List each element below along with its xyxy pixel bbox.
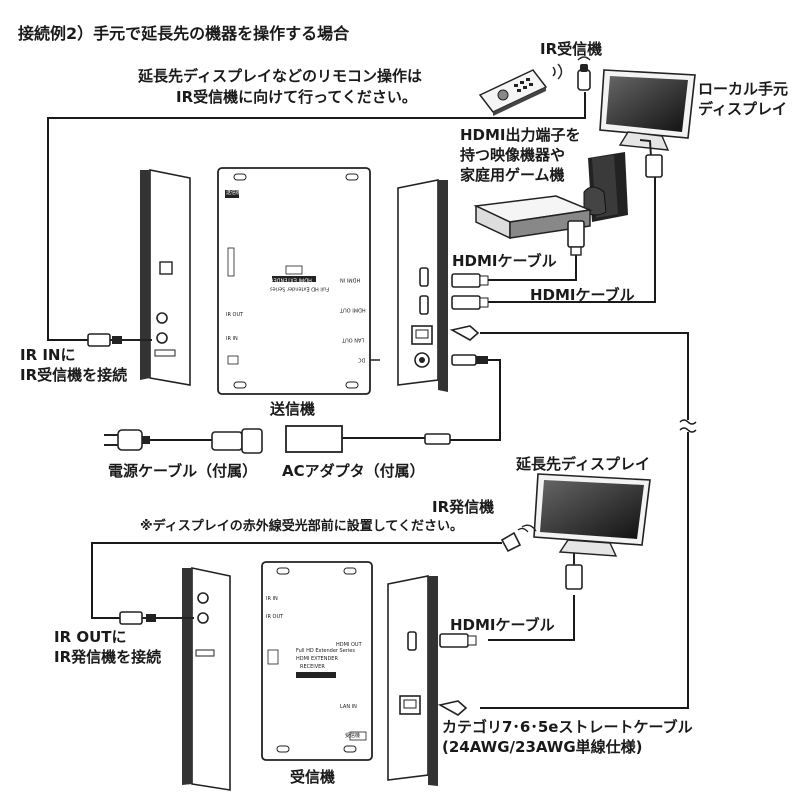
power-cable-label: 電源ケーブル（付属） (108, 462, 258, 480)
ac-adapter-cable (450, 359, 501, 441)
ir-emitter-icon (500, 524, 537, 553)
ir-receiver-cable (47, 92, 586, 341)
lan-plug-tx (449, 325, 480, 341)
rx-port-hdmi-out: HDMI OUT (336, 642, 362, 648)
receiver-right-panel (387, 575, 438, 786)
ac-adapter-icon (285, 425, 451, 453)
receiver-label: 受信機 (290, 768, 336, 786)
tx-port-hdmi-out: HDMI OUT (340, 306, 366, 313)
remote-display-label: 延長先ディスプレイ (516, 455, 650, 473)
source-label-2: 持つ映像機器や (460, 146, 566, 164)
tx-port-lan-out: LAN OUT (342, 336, 365, 343)
transmitter-left-panel (140, 169, 191, 386)
ir-receiver-label: IR受信機 (540, 40, 603, 58)
tx-model-text: HDMI EXTENDER (270, 276, 312, 283)
local-display-label-2: ディスプレイ (698, 100, 787, 118)
cable-break-mark (679, 419, 697, 433)
hdmi-plug-tx-out (451, 295, 489, 310)
hdmi-plug-source (567, 220, 585, 256)
tx-series-text: Full HD Extender Series (270, 285, 329, 292)
ir-out-plug (119, 611, 194, 625)
ir-out-label-1: IR OUTに (54, 628, 127, 646)
hdmi-cable-label-2: HDMIケーブル (530, 286, 635, 304)
hdmi-cable-source (488, 255, 577, 281)
lan-cable-label-2: (24AWG/23AWG単線仕様) (442, 738, 643, 756)
lan-cable (480, 332, 689, 420)
hdmi-cable-local (488, 172, 656, 303)
page-title: 接続例2）手元で延長先の機器を操作する場合 (18, 24, 350, 43)
ir-emitter-label: IR発信機 (432, 498, 495, 516)
ir-receiver-icon (577, 56, 591, 91)
tx-port-ir-in: IR IN (226, 336, 238, 342)
ir-in-label-2: IR受信機を接続 (20, 366, 128, 384)
tx-port-hdmi-in: HDMI IN (340, 276, 361, 283)
power-plug-icon (104, 429, 150, 451)
video-player-icon (473, 195, 593, 240)
ir-in-plug (87, 333, 152, 347)
power-connector-icon (211, 428, 263, 454)
remote-note-line-1: 延長先ディスプレイなどのリモコン操作は (138, 67, 422, 85)
remote-display-icon (533, 473, 651, 590)
local-display-icon (599, 69, 696, 178)
ir-in-label-1: IR INに (20, 346, 76, 364)
dc-plug-tx (451, 354, 488, 366)
rx-port-ir-in: IR IN (266, 596, 278, 602)
tx-port-ir-out: IR OUT (226, 312, 244, 318)
ir-out-label-2: IR発信機を接続 (54, 648, 162, 666)
receiver-left-panel (182, 567, 231, 791)
local-display-label-1: ローカル手元 (698, 80, 789, 98)
rx-port-lan-in: LAN IN (340, 704, 357, 710)
transmitter-right-panel (397, 179, 448, 392)
remote-note-line-2: IR受信機に向けて行ってください。 (176, 88, 417, 106)
hdmi-cable-label-3: HDMIケーブル (450, 616, 555, 634)
hdmi-plug-tx-in (451, 273, 489, 288)
receiver-top-view (261, 561, 373, 761)
rx-series-text: Full HD Extender Series (296, 648, 355, 654)
hdmi-plug-rx-out (439, 633, 477, 648)
ac-adapter-label: ACアダプタ（付属） (282, 462, 425, 480)
source-label-3: 家庭用ゲーム機 (460, 166, 565, 184)
tx-port-dc: DC (358, 356, 366, 363)
rx-badge: 受信機 (345, 733, 361, 739)
lan-plug-rx (437, 700, 468, 716)
lan-cable-label-1: カテゴリ7･6･5eストレートケーブル (442, 718, 693, 736)
transmitter-top-view (217, 167, 380, 395)
hdmi-cable-remote (488, 595, 575, 641)
tx-badge: 送信機 (226, 190, 242, 196)
rx-port-ir-out: IR OUT (266, 614, 284, 620)
hdmi-cable-label-1: HDMIケーブル (452, 252, 557, 270)
source-label-1: HDMI出力端子を (460, 126, 581, 144)
transmitter-label: 送信機 (270, 400, 316, 418)
ir-emitter-cable (91, 542, 502, 619)
rx-model-text: HDMI EXTENDER (296, 656, 338, 662)
emitter-note: ※ディスプレイの赤外線受光部前に設置してください。 (140, 519, 463, 534)
rx-name-text: RECEIVER (300, 664, 325, 670)
remote-control-icon (478, 63, 563, 116)
